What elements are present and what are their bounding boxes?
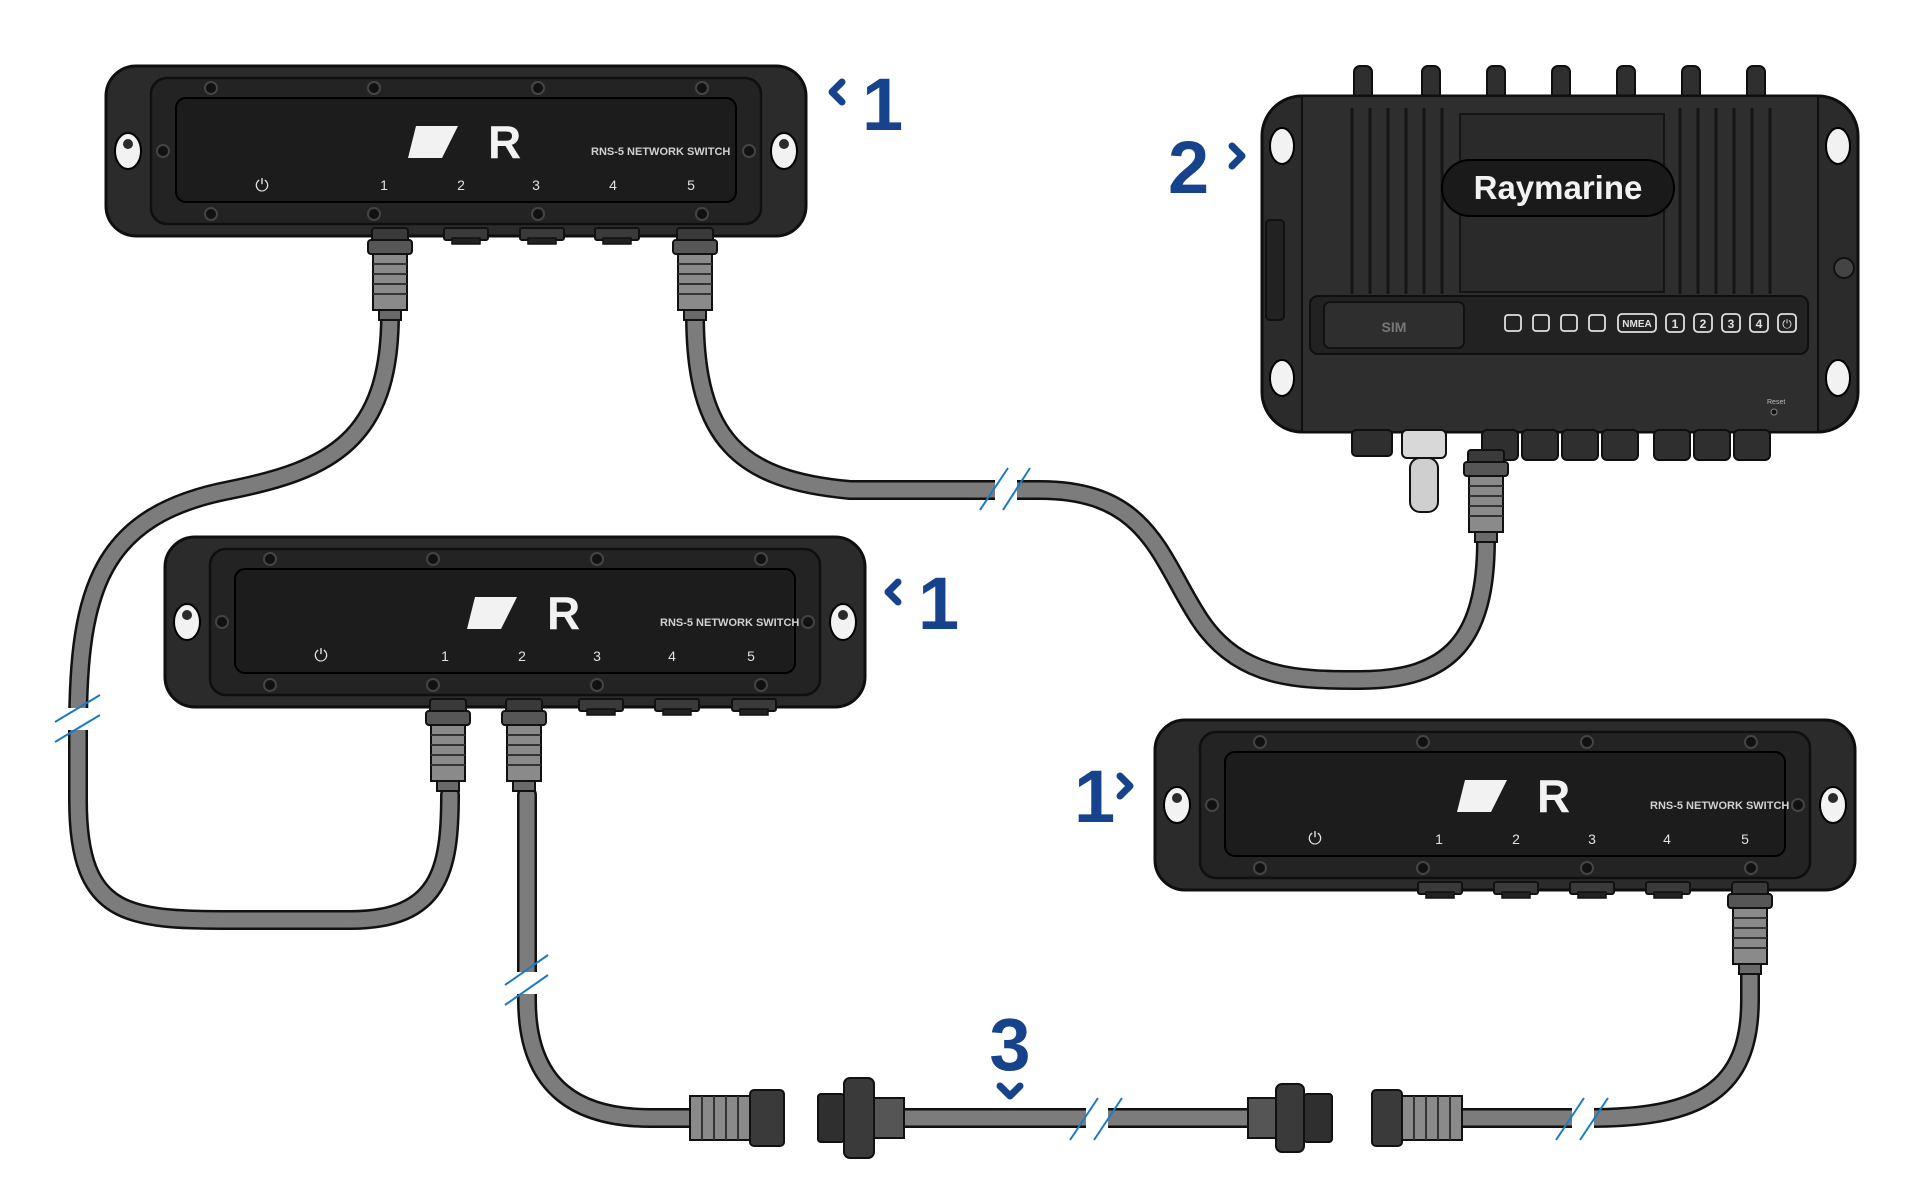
- port-number: 3: [1588, 831, 1596, 847]
- callout-number: 2: [1168, 126, 1209, 209]
- gateway-brand-name: Raymarine: [1474, 169, 1643, 206]
- reset-label: Reset: [1767, 399, 1785, 406]
- callout-number: 3: [989, 1003, 1030, 1086]
- switch-model-label: RNS-5 NETWORK SWITCH: [660, 617, 799, 629]
- port-number: 3: [593, 648, 601, 664]
- gateway-bottom-ports: [1351, 429, 1771, 461]
- port-number: 5: [687, 177, 695, 193]
- callout-number: 1: [862, 63, 903, 146]
- port-number: 4: [668, 648, 676, 664]
- port-number: 5: [1741, 831, 1749, 847]
- switch-logo-letter: R: [547, 587, 580, 639]
- power-icon: ⏻: [255, 176, 269, 195]
- callouts: 1 1 1 2 3: [828, 63, 1246, 1100]
- port-number: 3: [532, 177, 540, 193]
- port-number: 2: [518, 648, 526, 664]
- power-icon: ⏻: [1308, 829, 1322, 848]
- callout-adapter-cable: 3: [989, 1003, 1031, 1100]
- port-number: 4: [1663, 831, 1671, 847]
- callout-number: 1: [1074, 755, 1115, 838]
- raymarine-gateway: Raymarine SIM NMEA 1 2 3 4 ⏻ Reset: [1260, 65, 1860, 543]
- port-number: 1: [380, 177, 388, 193]
- network-switch-c: R RNS-5 NETWORK SWITCH ⏻ 1 2 3 4 5: [1153, 718, 1857, 975]
- network-switch-a: R RNS-5 NETWORK SWITCH ⏻ 1 2 3 4 5: [104, 64, 808, 321]
- callout-gateway: 2: [1168, 126, 1246, 209]
- cable-break-marks: [54, 467, 1609, 1141]
- port-number: 2: [457, 177, 465, 193]
- switch-logo-letter: R: [1537, 770, 1570, 822]
- gateway-port-number: 4: [1756, 317, 1763, 331]
- adapter-connectors: [689, 1077, 1463, 1159]
- power-icon: ⏻: [1782, 317, 1792, 331]
- cables: [68, 305, 1760, 1128]
- gateway-port-number: 2: [1700, 317, 1707, 331]
- adapter-right-end: [1247, 1083, 1333, 1153]
- port-number: 5: [747, 648, 755, 664]
- callout-switch-c: 1: [1074, 755, 1134, 838]
- sim-slot-label: SIM: [1382, 319, 1407, 335]
- port-number: 4: [609, 177, 617, 193]
- port-number: 1: [441, 648, 449, 664]
- nmea-indicator: NMEA: [1622, 319, 1651, 330]
- adapter-left-end: [817, 1077, 905, 1159]
- switch-model-label: RNS-5 NETWORK SWITCH: [591, 146, 730, 158]
- gateway-port-number: 3: [1728, 317, 1735, 331]
- switch-logo-letter: R: [488, 116, 521, 168]
- callout-number: 1: [918, 562, 959, 645]
- callout-switch-b: 1: [884, 562, 959, 645]
- connector-left-plug: [689, 1089, 785, 1147]
- connector-right-plug: [1371, 1089, 1463, 1147]
- port-number: 1: [1435, 831, 1443, 847]
- switch-model-label: RNS-5 NETWORK SWITCH: [1650, 800, 1789, 812]
- network-switch-b: R RNS-5 NETWORK SWITCH ⏻ 1 2 3 4 5: [163, 535, 867, 792]
- gateway-port-number: 1: [1672, 317, 1679, 331]
- power-icon: ⏻: [314, 646, 328, 665]
- callout-switch-a: 1: [828, 63, 903, 146]
- port-number: 2: [1512, 831, 1520, 847]
